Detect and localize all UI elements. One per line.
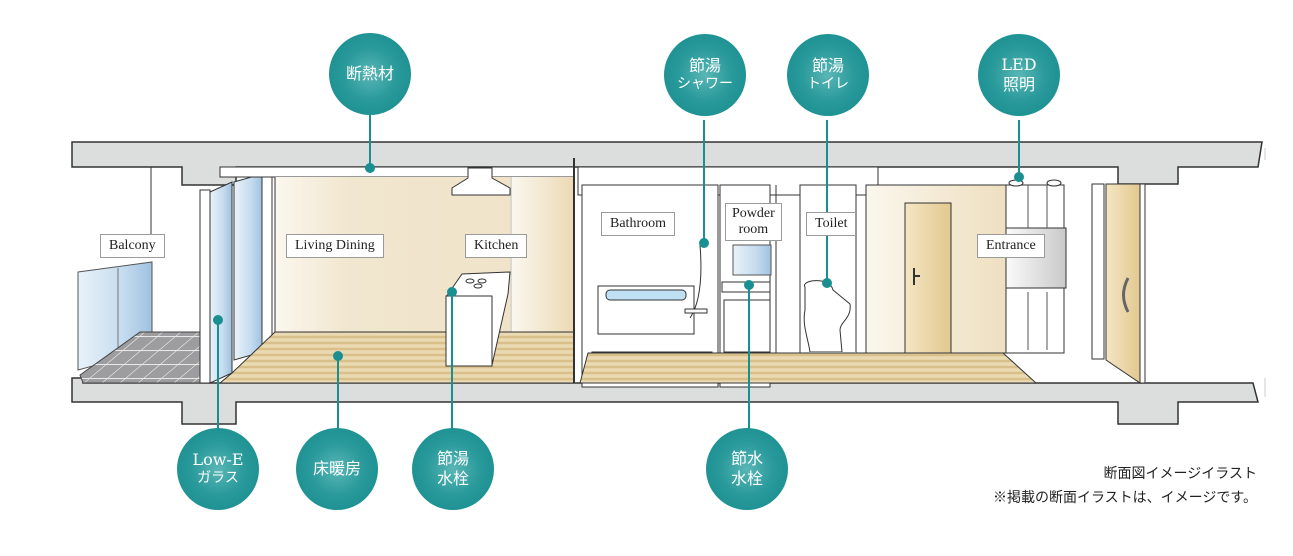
interior-door (904, 202, 952, 354)
entrance-door (1105, 183, 1141, 384)
range-hood (451, 167, 511, 196)
feature-sublabel: トイレ (807, 76, 849, 93)
feature-low-e-glass: Low-E ガラス (177, 428, 259, 510)
feature-sublabel: ガラス (197, 470, 239, 487)
caption-title: 断面図イメージイラスト (1103, 466, 1257, 482)
living-floor (218, 331, 575, 384)
room-label-entrance: Entrance (977, 234, 1045, 259)
balcony-tile-floor (79, 331, 201, 384)
feature-water-saving-faucet: 節湯 水栓 (412, 428, 494, 510)
feature-water-conserving-faucet: 節水 水栓 (706, 428, 788, 510)
feature-water-saving-shower: 節湯 シャワー (664, 34, 746, 116)
feature-led-lighting: LED 照明 (978, 34, 1060, 116)
room-label-balcony: Balcony (100, 234, 165, 259)
room-label-powder-room: Powder room (725, 203, 782, 242)
feature-water-saving-toilet: 節湯 トイレ (787, 34, 869, 116)
window-glass-right (233, 173, 263, 361)
feature-label: 節湯 (811, 56, 844, 76)
feature-label: Low-E (192, 450, 244, 470)
feature-label: 床暖房 (312, 459, 361, 478)
room-label-kitchen: Kitchen (465, 234, 528, 259)
caption-note: ※掲載の断面イラストは、イメージです。 (992, 489, 1257, 506)
toilet-bowl (803, 280, 851, 353)
leader-lines (213, 110, 1024, 430)
feature-label: 断熱材 (345, 64, 394, 83)
feature-sublabel: 水栓 (436, 469, 469, 488)
powder-room-line2: room (738, 222, 769, 238)
feature-label: LED (1001, 55, 1037, 74)
room-label-living-dining: Living Dining (286, 234, 384, 259)
hallway-floor (579, 352, 1038, 384)
powder-room-line1: Powder (732, 206, 775, 221)
feature-floor-heating: 床暖房 (296, 428, 378, 510)
feature-sublabel: 水栓 (730, 469, 763, 488)
feature-sublabel: シャワー (677, 76, 733, 93)
feature-sublabel: 照明 (1002, 75, 1035, 94)
caption: 断面図イメージイラスト ※掲載の断面イラストは、イメージです。 (993, 463, 1257, 511)
room-label-bathroom: Bathroom (601, 212, 675, 237)
feature-insulation: 断熱材 (329, 33, 411, 115)
feature-label: 節湯 (688, 56, 721, 76)
feature-label: 節湯 (436, 449, 469, 468)
feature-label: 節水 (730, 449, 763, 468)
room-label-toilet: Toilet (806, 212, 857, 237)
window-glass-left (209, 181, 233, 384)
